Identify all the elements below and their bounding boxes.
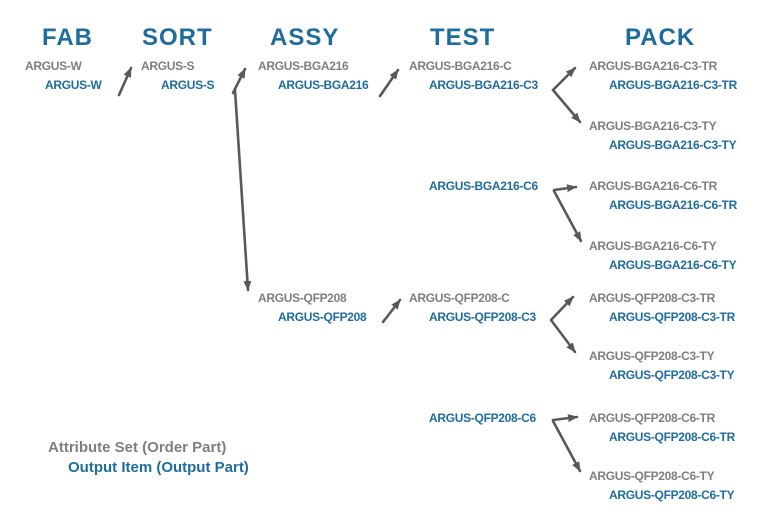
node-test-bga216-c3: ARGUS-BGA216-C ARGUS-BGA216-C3 bbox=[409, 57, 538, 95]
output-item-text: ARGUS-QFP208-C3-TY bbox=[609, 368, 735, 382]
attribute-set-text: ARGUS-W bbox=[25, 59, 82, 73]
attribute-set-text: ARGUS-BGA216-C3-TR bbox=[589, 59, 717, 73]
output-item-text: ARGUS-S bbox=[161, 78, 215, 92]
output-item-text: ARGUS-QFP208-C6-TR bbox=[609, 430, 735, 444]
attribute-set-text: ARGUS-QFP208-C3-TR bbox=[589, 291, 715, 305]
legend: Attribute Set (Order Part) Output Item (… bbox=[48, 438, 249, 478]
node-test-qfp208-c3: ARGUS-QFP208-C ARGUS-QFP208-C3 bbox=[409, 289, 536, 327]
node-pack-bga216-c6-tr: ARGUS-BGA216-C6-TR ARGUS-BGA216-C6-TR bbox=[589, 177, 737, 215]
output-item-text: ARGUS-W bbox=[45, 78, 102, 92]
node-pack-qfp208-c3-tr: ARGUS-QFP208-C3-TR ARGUS-QFP208-C3-TR bbox=[589, 289, 735, 327]
stage-header-assy: ASSY bbox=[270, 24, 340, 51]
stage-header-fab: FAB bbox=[42, 24, 93, 51]
stage-header-pack: PACK bbox=[625, 24, 696, 51]
attribute-set-text: ARGUS-QFP208-C6-TR bbox=[589, 411, 715, 425]
node-test-qfp208-c6: ARGUS-QFP208-C6 bbox=[429, 409, 536, 428]
node-pack-qfp208-c3-ty: ARGUS-QFP208-C3-TY ARGUS-QFP208-C3-TY bbox=[589, 347, 735, 385]
output-item-text: ARGUS-BGA216-C3-TY bbox=[609, 138, 737, 152]
output-item-text: ARGUS-QFP208-C3 bbox=[429, 310, 536, 324]
arrow-assy-to-test-qfp208 bbox=[381, 298, 402, 324]
output-item-text: ARGUS-QFP208-C6-TY bbox=[609, 488, 735, 502]
output-item-text: ARGUS-BGA216-C6 bbox=[429, 179, 538, 193]
output-item-text: ARGUS-BGA216 bbox=[278, 78, 369, 92]
attribute-set-text: ARGUS-QFP208-C3-TY bbox=[589, 349, 715, 363]
arrow-test-c3-to-pack-tr-bga bbox=[551, 66, 577, 92]
attribute-set-text: ARGUS-QFP208-C6-TY bbox=[589, 469, 715, 483]
stage-header-test: TEST bbox=[430, 24, 496, 51]
node-test-bga216-c6: ARGUS-BGA216-C6 bbox=[429, 177, 538, 196]
attribute-set-text: ARGUS-BGA216 bbox=[258, 59, 349, 73]
node-sort-argus-s: ARGUS-S ARGUS-S bbox=[141, 57, 215, 95]
arrow-assy-to-test-bga216 bbox=[378, 68, 400, 98]
arrow-test-c6-to-pack-ty-qfp bbox=[551, 419, 582, 473]
arrow-sort-to-assy-qfp208 bbox=[233, 88, 252, 292]
output-item-text: ARGUS-BGA216-C3 bbox=[429, 78, 538, 92]
node-pack-bga216-c6-ty: ARGUS-BGA216-C6-TY ARGUS-BGA216-C6-TY bbox=[589, 237, 737, 275]
node-pack-qfp208-c6-ty: ARGUS-QFP208-C6-TY ARGUS-QFP208-C6-TY bbox=[589, 467, 735, 505]
node-pack-bga216-c3-ty: ARGUS-BGA216-C3-TY ARGUS-BGA216-C3-TY bbox=[589, 117, 737, 155]
arrow-test-c3-to-pack-tr-qfp bbox=[549, 295, 575, 322]
attribute-set-text: ARGUS-BGA216-C bbox=[409, 59, 512, 73]
arrow-test-c6-to-pack-tr-bga bbox=[552, 184, 578, 193]
attribute-set-text: ARGUS-BGA216-C6-TR bbox=[589, 179, 717, 193]
attribute-set-text: ARGUS-BGA216-C3-TY bbox=[589, 119, 717, 133]
attribute-set-text: ARGUS-QFP208-C bbox=[409, 291, 510, 305]
output-item-text: ARGUS-BGA216-C6-TR bbox=[609, 198, 737, 212]
node-pack-bga216-c3-tr: ARGUS-BGA216-C3-TR ARGUS-BGA216-C3-TR bbox=[589, 57, 737, 95]
arrow-fab-to-sort bbox=[117, 66, 133, 97]
attribute-set-text: ARGUS-BGA216-C6-TY bbox=[589, 239, 717, 253]
legend-output-item: Output Item (Output Part) bbox=[68, 459, 249, 476]
attribute-set-text: ARGUS-QFP208 bbox=[258, 291, 347, 305]
legend-attribute-set: Attribute Set (Order Part) bbox=[48, 439, 227, 456]
node-assy-bga216: ARGUS-BGA216 ARGUS-BGA216 bbox=[258, 57, 369, 95]
arrow-test-c3-to-pack-ty-qfp bbox=[549, 318, 577, 354]
node-fab-argus-w: ARGUS-W ARGUS-W bbox=[25, 57, 102, 95]
output-item-text: ARGUS-QFP208 bbox=[278, 310, 367, 324]
arrow-test-c6-to-pack-ty-bga bbox=[552, 189, 583, 243]
output-item-text: ARGUS-BGA216-C6-TY bbox=[609, 258, 737, 272]
arrow-test-c3-to-pack-ty-bga bbox=[551, 88, 582, 124]
node-pack-qfp208-c6-tr: ARGUS-QFP208-C6-TR ARGUS-QFP208-C6-TR bbox=[589, 409, 735, 447]
arrow-test-c6-to-pack-tr-qfp bbox=[551, 414, 579, 423]
output-item-text: ARGUS-BGA216-C3-TR bbox=[609, 78, 737, 92]
output-item-text: ARGUS-QFP208-C6 bbox=[429, 411, 536, 425]
output-item-text: ARGUS-QFP208-C3-TR bbox=[609, 310, 735, 324]
node-assy-qfp208: ARGUS-QFP208 ARGUS-QFP208 bbox=[258, 289, 367, 327]
stage-header-sort: SORT bbox=[142, 24, 213, 51]
attribute-set-text: ARGUS-S bbox=[141, 59, 195, 73]
arrow-sort-to-assy-bga216 bbox=[231, 67, 247, 95]
